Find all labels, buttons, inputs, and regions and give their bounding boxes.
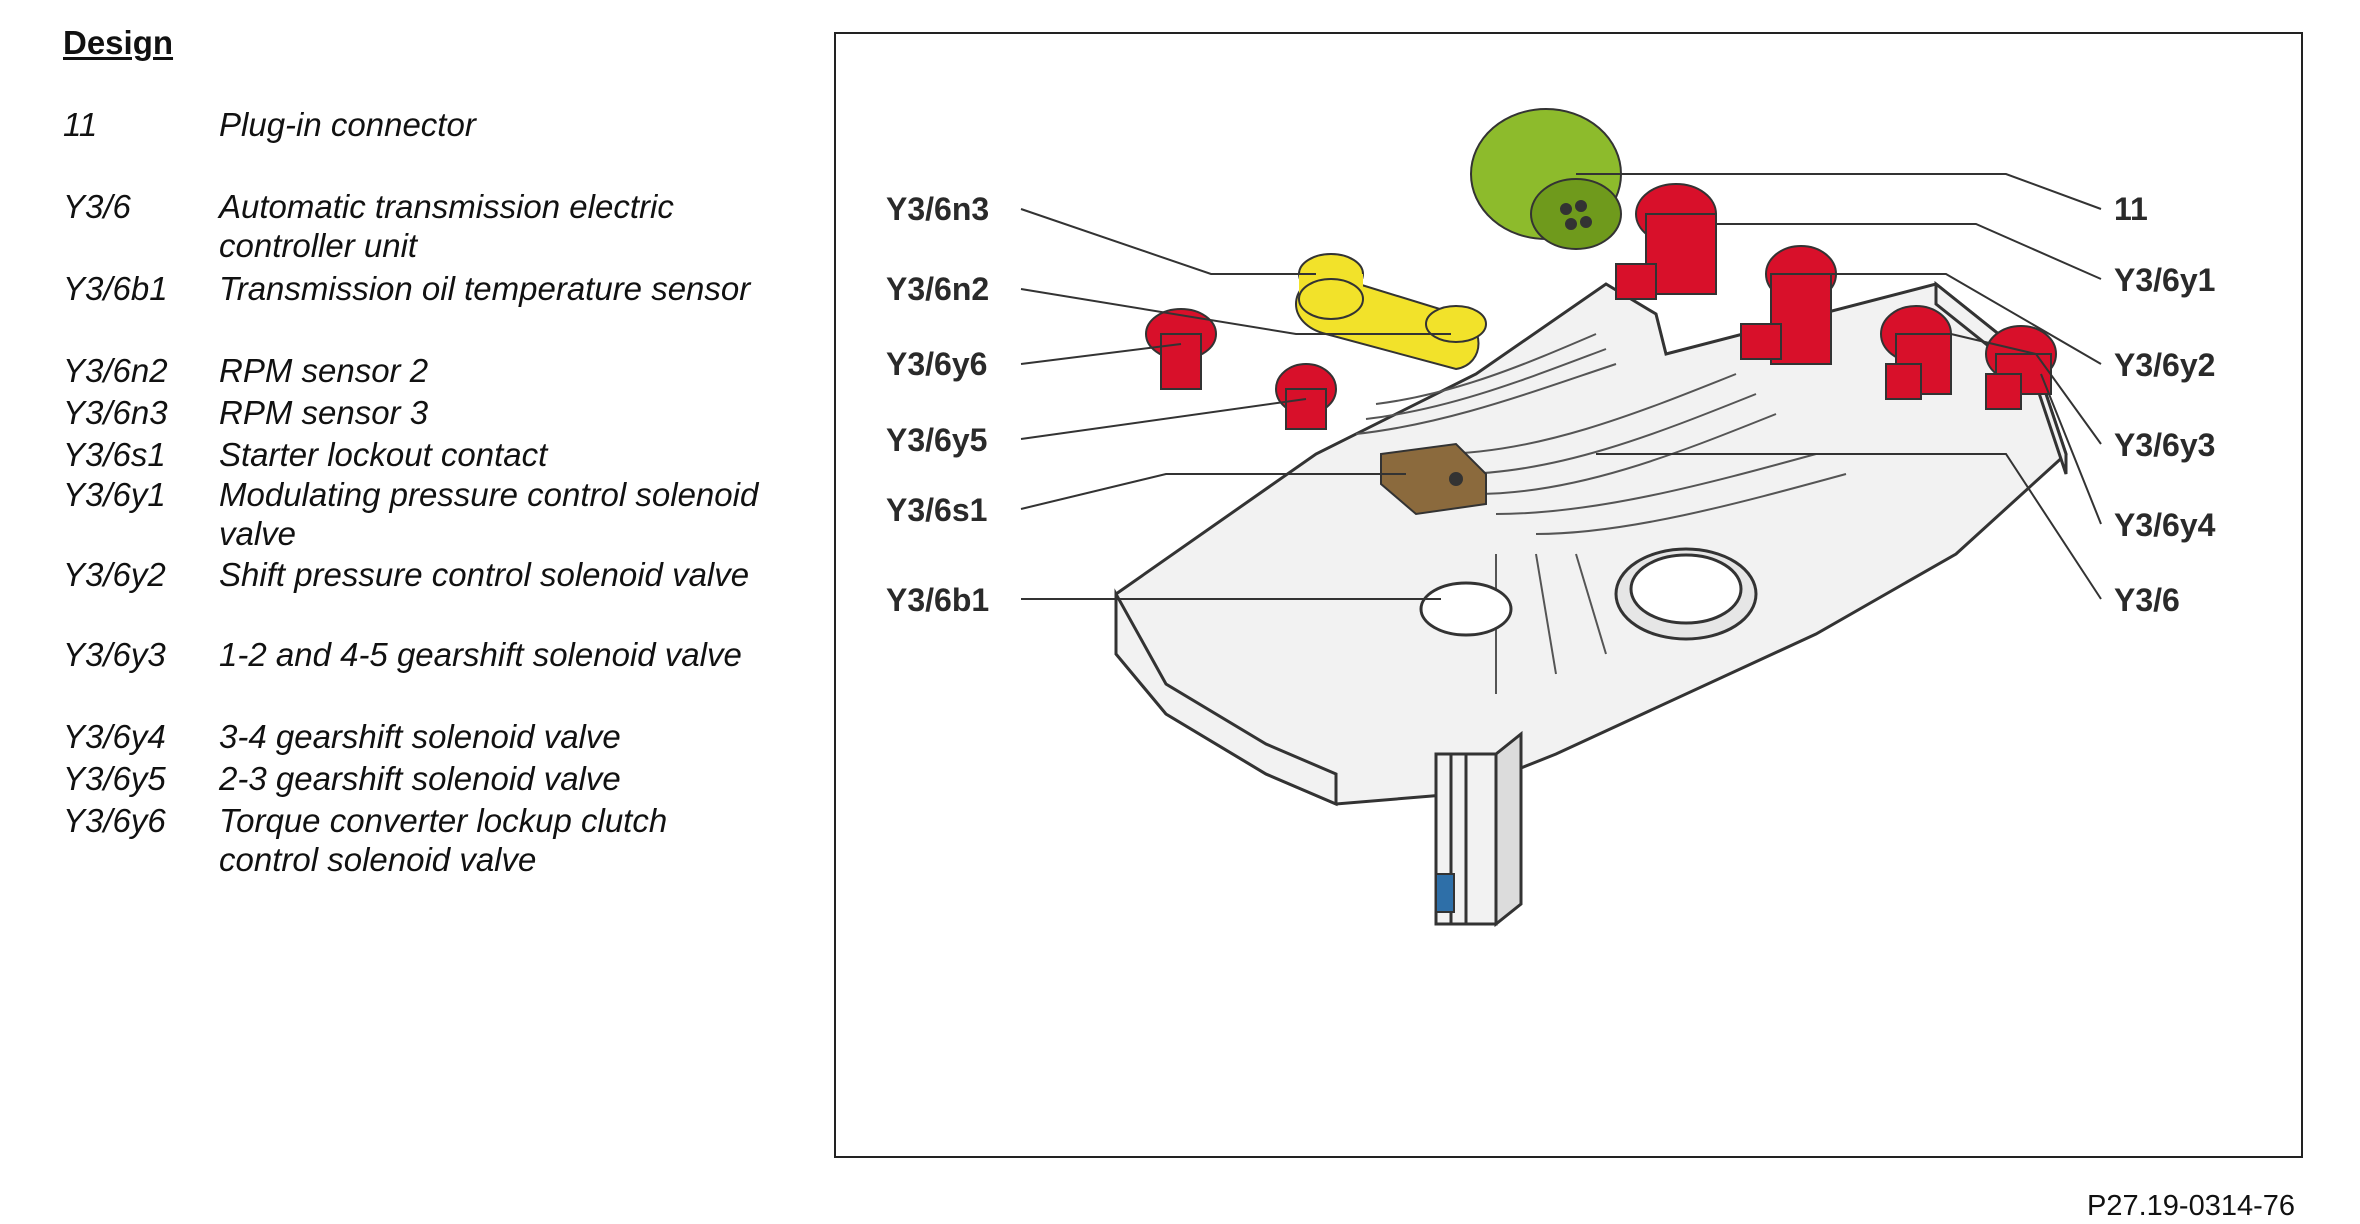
oil-temperature-sensor [1435, 873, 1455, 913]
callout-y3-6n3: Y3/6n3 [886, 191, 989, 227]
legend-code: Y3/6y5 [63, 760, 166, 797]
legend-description: Plug-in connector [219, 106, 476, 143]
legend-code: Y3/6y3 [63, 636, 166, 673]
callout-y3-6y1: Y3/6y1 [2114, 262, 2215, 298]
figure-frame: Y3/6n3 Y3/6n2 Y3/6y6 Y3/6y5 Y3/6s1 Y3/6b… [834, 32, 2303, 1158]
callout-leader-lines [1020, 173, 2102, 600]
callout-y3-6y2: Y3/6y2 [2114, 347, 2215, 383]
legend-code: Y3/6n3 [63, 394, 168, 431]
starter-lockout-contact [1380, 442, 1487, 516]
rpm-sensor-n2-n3 [1295, 253, 1487, 371]
legend-description: 1-2 and 4-5 gearshift solenoid valve [219, 636, 742, 673]
solenoid-valve-y2 [1740, 245, 1837, 365]
legend-description: Torque converter lockup clutch control s… [219, 802, 668, 878]
controller-housing [1114, 280, 2068, 928]
legend-description: 3-4 gearshift solenoid valve [219, 718, 621, 755]
legend-code: Y3/6s1 [63, 436, 166, 473]
callout-y3-6: Y3/6 [2114, 582, 2180, 618]
legend-description: RPM sensor 2 [219, 352, 429, 389]
solenoid-valve-y1 [1615, 183, 1717, 300]
legend-description: Shift pressure control solenoid valve [219, 556, 750, 593]
solenoid-valve-y6 [1145, 308, 1217, 390]
legend-description: Modulating pressure control solenoid val… [219, 476, 759, 552]
valve-body-illustration: Y3/6n3 Y3/6n2 Y3/6y6 Y3/6y5 Y3/6s1 Y3/6b… [886, 108, 2216, 928]
callout-y3-6y3: Y3/6y3 [2114, 427, 2215, 463]
legend-code: 11 [63, 106, 98, 143]
legend-description: Starter lockout contact [219, 436, 548, 473]
callout-11: 11 [2114, 191, 2148, 227]
section-heading: Design [63, 24, 174, 61]
legend-code: Y3/6y6 [63, 802, 166, 839]
solenoid-valve-y4 [1985, 325, 2057, 410]
callout-y3-6y6: Y3/6y6 [886, 346, 987, 382]
callout-y3-6s1: Y3/6s1 [886, 492, 987, 528]
callout-y3-6y4: Y3/6y4 [2114, 507, 2216, 543]
legend-code: Y3/6n2 [63, 352, 168, 389]
callout-labels: Y3/6n3 Y3/6n2 Y3/6y6 Y3/6y5 Y3/6s1 Y3/6b… [886, 191, 2216, 618]
legend-description: Transmission oil temperature sensor [219, 270, 751, 307]
callout-y3-6n2: Y3/6n2 [886, 271, 989, 307]
callout-y3-6y5: Y3/6y5 [886, 422, 987, 458]
plug-in-connector-11 [1470, 108, 1622, 250]
solenoid-valve-y3 [1880, 305, 1952, 400]
legend-code: Y3/6y4 [63, 718, 166, 755]
figure-reference-number: P27.19-0314-76 [2087, 1190, 2295, 1222]
legend-code: Y3/6 [63, 188, 131, 225]
legend-code: Y3/6y1 [63, 476, 166, 513]
legend-code: Y3/6y2 [63, 556, 166, 593]
legend-description: RPM sensor 3 [219, 394, 429, 431]
legend-code: Y3/6b1 [63, 270, 168, 307]
callout-y3-6b1: Y3/6b1 [886, 582, 989, 618]
solenoid-valve-y5 [1275, 363, 1337, 430]
legend-description: 2-3 gearshift solenoid valve [219, 760, 621, 797]
legend-description: Automatic transmission electric controll… [219, 188, 674, 264]
